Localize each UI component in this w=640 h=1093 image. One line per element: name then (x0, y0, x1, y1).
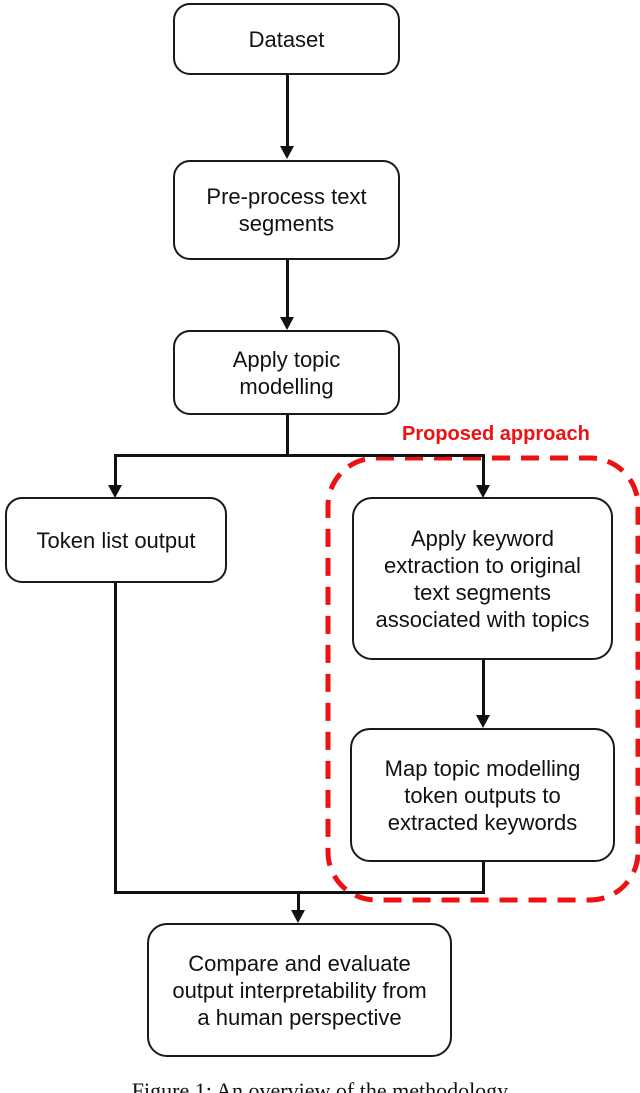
edge-branch-token (114, 454, 117, 486)
node-token-list-label: Token list output (36, 527, 196, 553)
node-preprocess-text-segments: Pre-process text segments (173, 160, 400, 260)
edge-keyword-map (482, 660, 485, 716)
arrowhead-preprocess (280, 146, 294, 159)
node-token-list-output: Token list output (5, 497, 227, 583)
edge-merge-horizontal (114, 891, 485, 894)
node-apply-topic-modelling: Apply topic modelling (173, 330, 400, 415)
node-preprocess-label: Pre-process text segments (206, 184, 367, 236)
arrowhead-map-outputs (476, 715, 490, 728)
edge-dataset-preprocess (286, 75, 289, 147)
edge-branch-keyword (482, 454, 485, 486)
edge-topic-branch-stem (286, 415, 289, 457)
node-apply-keyword-extraction: Apply keyword extraction to original tex… (352, 497, 613, 660)
edge-token-merge (114, 583, 117, 894)
proposed-approach-label: Proposed approach (402, 423, 590, 445)
node-dataset-label: Dataset (248, 26, 325, 52)
node-compare-label: Compare and evaluate output interpretabi… (172, 950, 427, 1030)
proposed-approach-dashed-box (325, 455, 640, 903)
node-dataset: Dataset (173, 3, 400, 75)
arrowhead-keyword-extraction (476, 485, 490, 498)
edge-map-merge (482, 862, 485, 894)
arrowhead-token-list (108, 485, 122, 498)
arrowhead-compare (291, 910, 305, 923)
figure-caption: Figure 1: An overview of the methodology (131, 1078, 509, 1093)
edge-branch-horizontal (114, 454, 485, 457)
node-map-outputs-label: Map topic modelling token outputs to ext… (384, 755, 581, 835)
edge-merge-compare (297, 894, 300, 911)
node-topic-modelling-label: Apply topic modelling (232, 346, 341, 399)
node-compare-evaluate: Compare and evaluate output interpretabi… (147, 923, 452, 1057)
arrowhead-topic (280, 317, 294, 330)
node-map-topic-modelling: Map topic modelling token outputs to ext… (350, 728, 615, 862)
edge-preprocess-topic (286, 260, 289, 318)
node-keyword-extraction-label: Apply keyword extraction to original tex… (375, 525, 590, 632)
